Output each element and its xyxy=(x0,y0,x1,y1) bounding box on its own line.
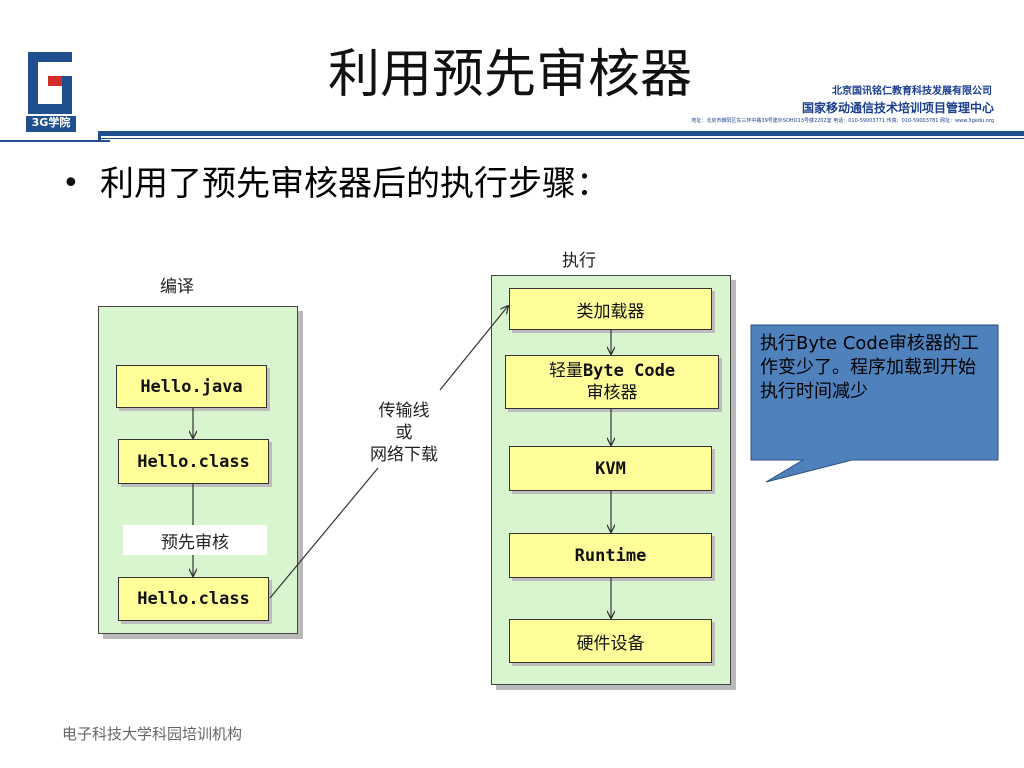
verifier-line-2: 审核器 xyxy=(586,383,638,403)
step-runtime: Runtime xyxy=(509,533,712,578)
compile-label: 编译 xyxy=(160,277,194,297)
step-class-loader: 类加载器 xyxy=(509,288,712,330)
logo-text: 3G学院 xyxy=(26,116,76,130)
transfer-label-line-1: 传输线 xyxy=(378,401,430,421)
company-name: 北京国讯铭仁教育科技发展有限公司 xyxy=(832,86,992,97)
header-rule-thin xyxy=(98,138,1024,139)
step-hello-class-compiled: Hello.class xyxy=(118,439,269,484)
verifier-prefix: 轻量 xyxy=(548,361,583,381)
verifier-line-1: 轻量Byte Code xyxy=(549,360,675,382)
header-rule-corner xyxy=(98,131,101,142)
step-hardware: 硬件设备 xyxy=(509,619,712,663)
step-hello-java: Hello.java xyxy=(116,365,267,408)
step-kvm: KVM xyxy=(509,446,712,491)
callout-shape xyxy=(750,324,999,483)
transfer-label-line-2: 或 xyxy=(395,423,413,443)
execute-label: 执行 xyxy=(562,251,596,271)
pre-verify-label: 预先审核 xyxy=(123,525,267,555)
transfer-label-line-3: 网络下载 xyxy=(370,445,438,465)
verifier-mono: Byte Code xyxy=(582,361,676,381)
transfer-label: 传输线 或 网络下载 xyxy=(362,400,446,466)
header-rule-thick xyxy=(98,131,1024,136)
contact-line: 地址：北京市朝阳区东三环中路39号建外SOHO13号楼2202室 电话：010-… xyxy=(691,118,994,124)
page-title: 利用预先审核器 xyxy=(327,45,692,105)
bullet-text: 利用了预先审核器后的执行步骤： xyxy=(100,164,610,204)
header-rule-hook xyxy=(0,140,110,142)
step-hello-class-verified: Hello.class xyxy=(118,577,269,621)
step-bytecode-verifier: 轻量Byte Code 审核器 xyxy=(505,355,719,409)
arrow-transfer-lower xyxy=(269,467,379,599)
arrow-transfer-upper xyxy=(439,306,508,391)
bullet-icon: • xyxy=(62,166,80,201)
footer-text: 电子科技大学科园培训机构 xyxy=(62,725,243,743)
center-name: 国家移动通信技术培训项目管理中心 xyxy=(801,101,994,115)
callout-text: 执行Byte Code审核器的工作变少了。程序加载到开始执行时间减少 xyxy=(760,333,979,402)
